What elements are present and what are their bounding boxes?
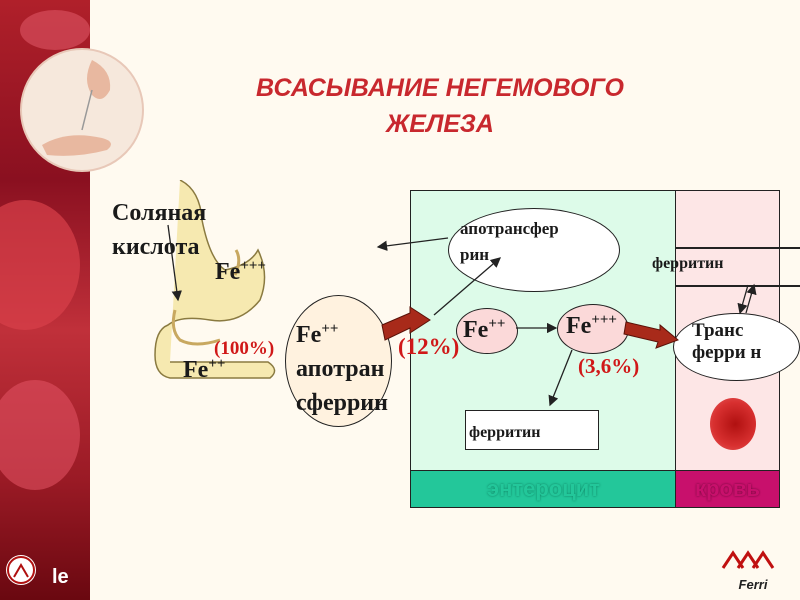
carrier-fe-charge: ++ [321,321,339,337]
stomach-fe3-symbol: Fe [215,259,241,285]
arrow-to-apotransferrin [433,257,501,316]
enterocyte-ferritin-label: ферритин [469,424,541,441]
ferri-logo: Ferri [718,548,788,592]
carrier-fe-symbol: Fe [296,322,322,348]
stomach-fe2-symbol: Fe [183,357,209,383]
blood-divider [675,285,800,287]
carrier-label-line1: апотран [296,356,385,382]
apotransferrin-line1: апотрансфер [460,219,559,238]
enterocyte-fe3-oval [557,304,629,354]
absorption-percent: (12%) [398,334,460,359]
slide-title: ВСАСЫВАНИЕ НЕГЕМОВОГО ЖЕЛЕЗА [180,70,700,142]
arrow-to-blood [623,321,679,349]
stomach-fe2: Fe++ [183,356,225,384]
arrow-absorption [381,306,431,341]
red-blood-cell [710,398,756,450]
carrier-fe: Fe++ [296,312,388,352]
enterocyte-ferritin-box [465,410,599,450]
title-line-1: ВСАСЫВАНИЕ НЕГЕМОВОГО [256,74,624,102]
footer-left-text: le [52,566,69,588]
enterocyte-fe3-charge: +++ [591,312,617,328]
enterocyte-fe2-symbol: Fe [463,317,489,343]
acid-label-line1: Соляная [112,200,207,226]
acid-label: Соляная кислота [112,196,206,264]
person-icon [6,555,36,585]
title-line-2: ЖЕЛЕЗА [386,110,494,138]
enterocyte-fe2-oval [456,308,518,354]
carrier-label-line2: сферрин [296,390,388,416]
stomach-fe2-charge: ++ [208,356,226,372]
hands-photo [20,48,144,172]
enterocyte-fe2: Fe++ [463,316,505,344]
stomach-fe3-charge: +++ [240,258,266,274]
arrow-to-ferritin [548,349,573,407]
stomach-percent: (100%) [214,338,275,359]
red-cell-decoration [20,10,90,50]
arrow-ferritin-up [745,283,757,314]
blood-label: кровь [675,470,780,508]
apotransferrin-label: апотрансфер рин [460,216,559,268]
arrow-to-lumen [376,237,449,251]
enterocyte-fe3: Fe+++ [566,312,617,340]
enterocyte-label: энтероцит [410,470,677,508]
stomach-illustration [154,180,276,379]
transfer-percent: (3,6%) [578,354,640,378]
stomach-fe3: Fe+++ [215,258,266,286]
arrow-acid [167,224,182,302]
enterocyte-fe2-charge: ++ [488,316,506,332]
ferri-logo-text: Ferri [738,577,768,592]
enterocyte-fe3-symbol: Fe [566,313,592,339]
carrier-complex: Fe++ апотран сферрин [296,312,388,420]
apotransferrin-line2: рин [460,245,490,264]
acid-label-line2: кислота [112,234,200,260]
transferrin-label: Транс ферри н [692,320,762,363]
carrier-circle [285,295,392,427]
blood-divider [675,247,800,249]
red-cell-decoration [0,380,80,490]
blood-ferritin-label: ферритин [652,255,724,272]
